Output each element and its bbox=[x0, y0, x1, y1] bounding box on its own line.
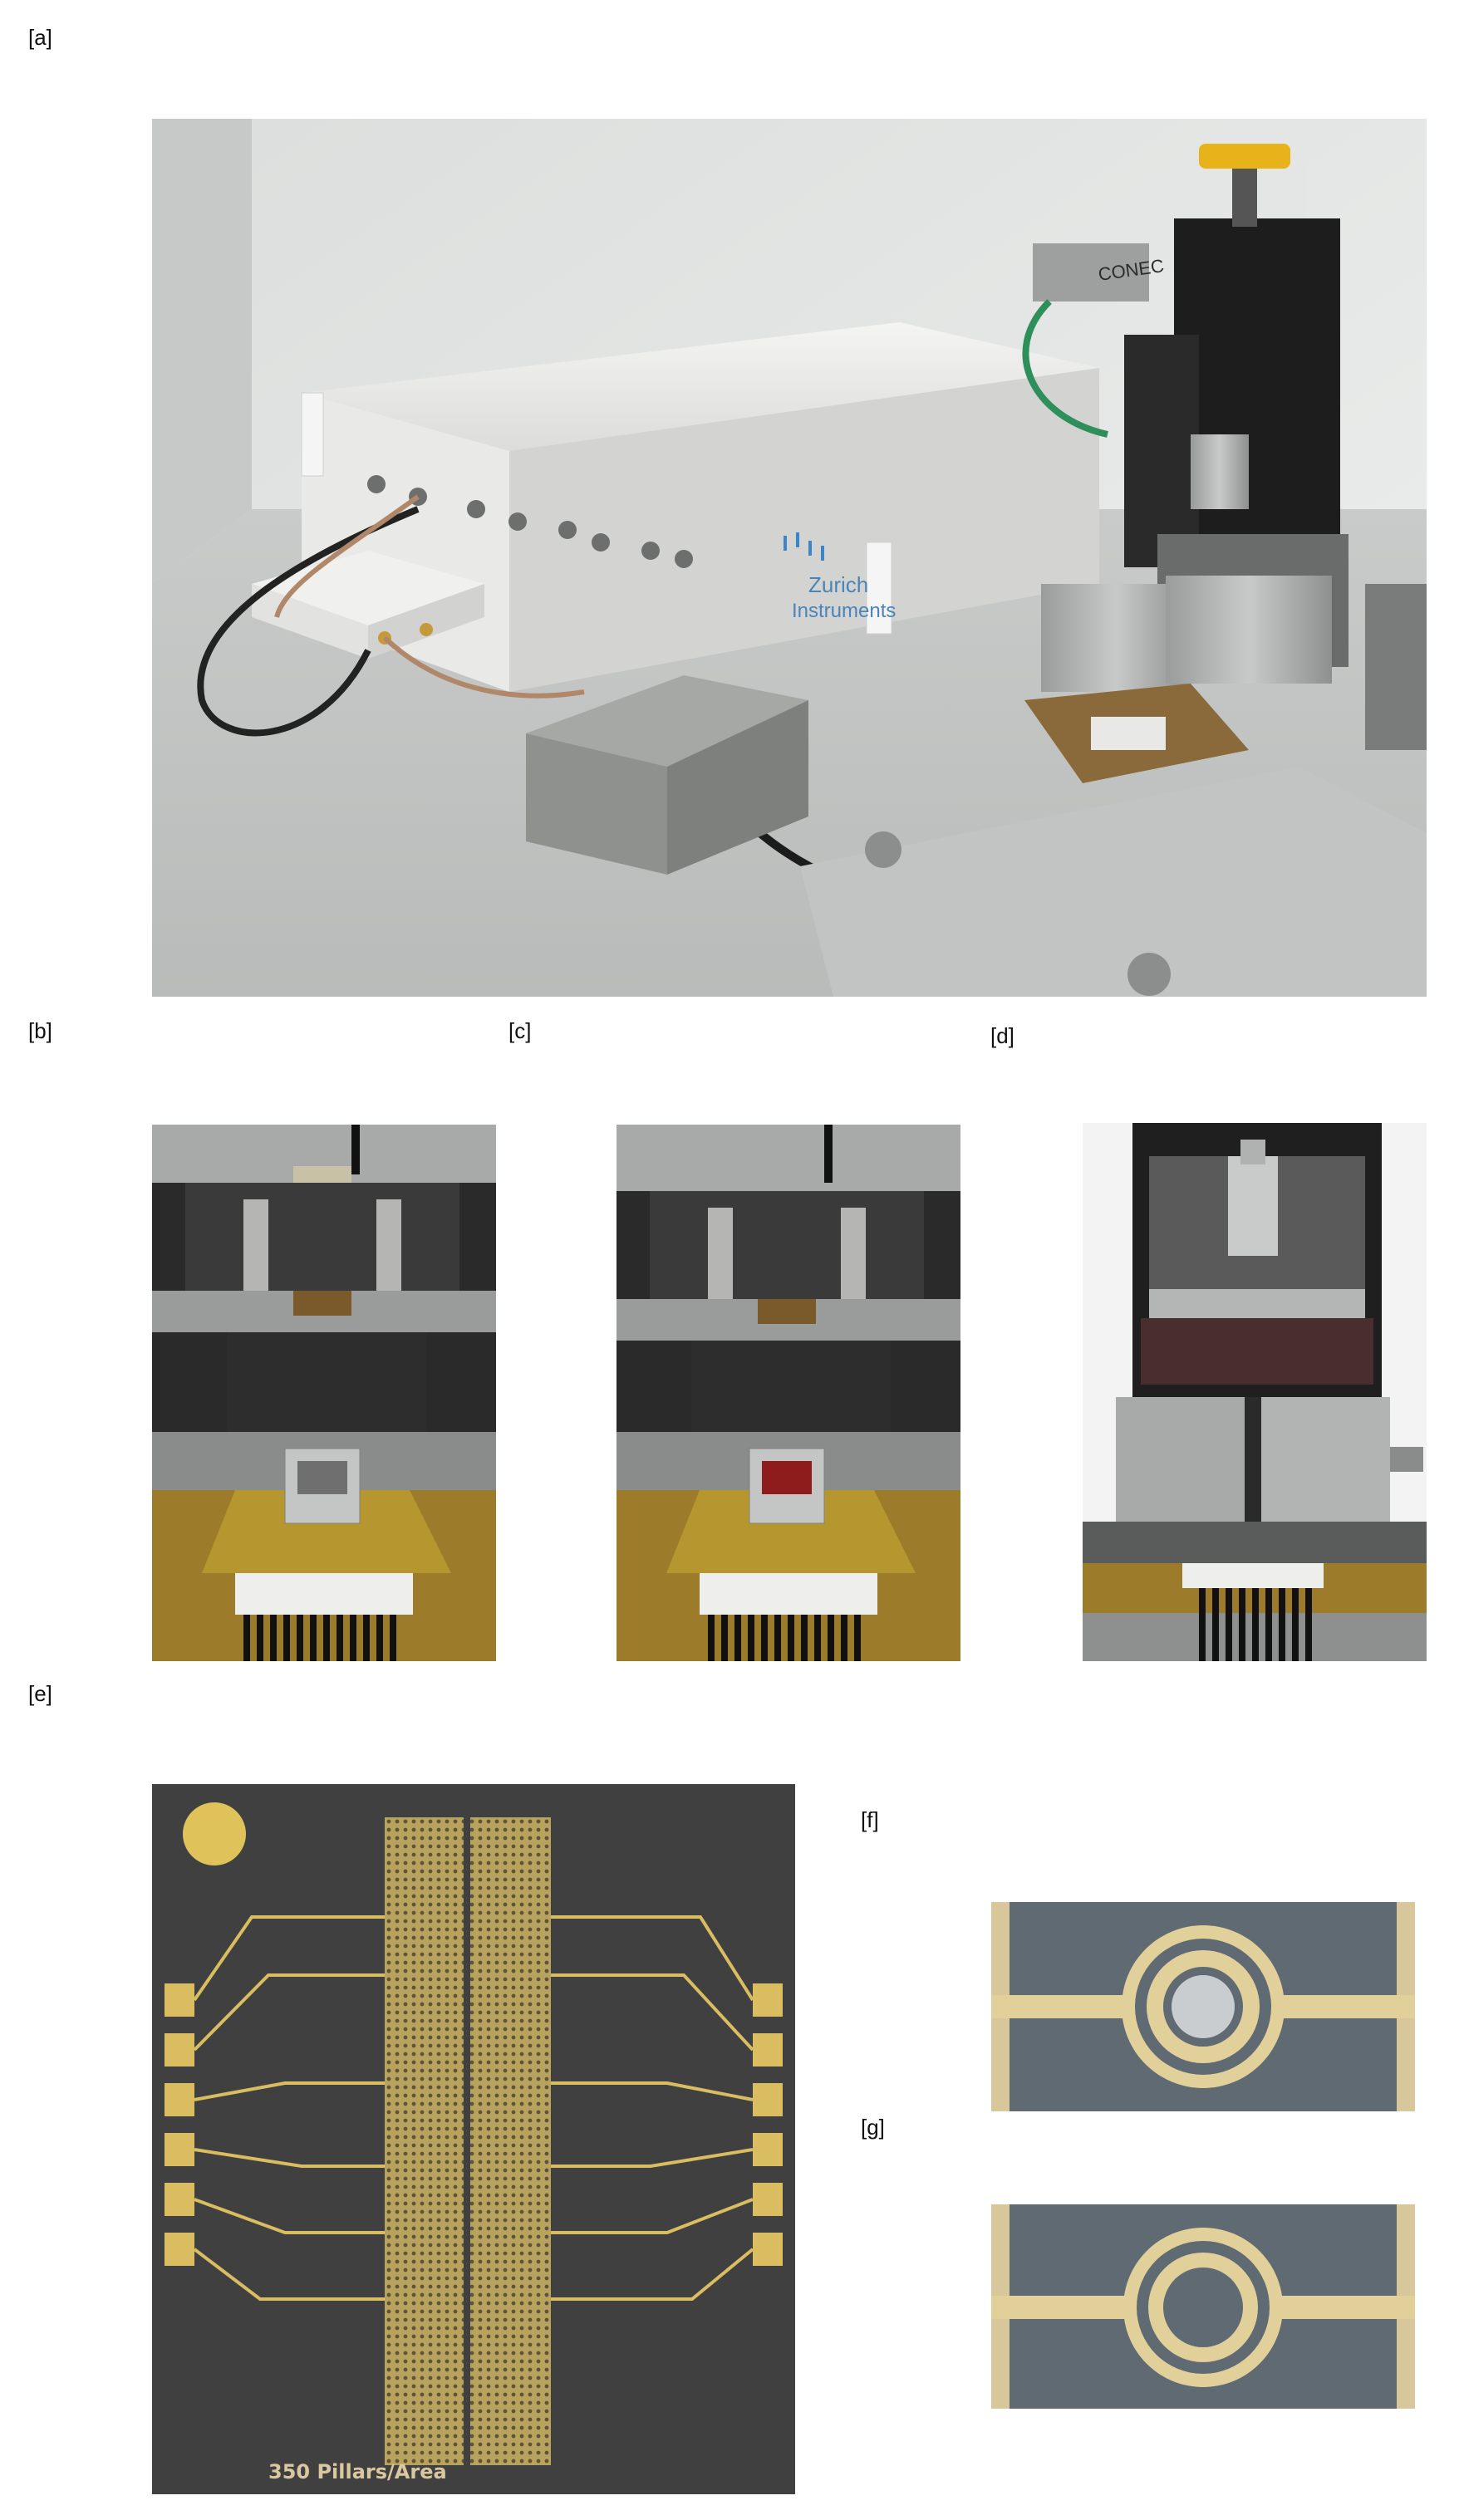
panel-label-e: [e] bbox=[28, 1681, 52, 1706]
device-brand-line1: Zurich bbox=[808, 572, 868, 597]
chip-caption: 350 Pillars/Area bbox=[268, 2460, 447, 2483]
panel-label-c: [c] bbox=[508, 1018, 532, 1043]
photo-a-measurement-setup: Zurich Instruments CONEC bbox=[152, 119, 1427, 997]
panel-label-a: [a] bbox=[28, 25, 52, 50]
photo-d-stage-top-view bbox=[1083, 1123, 1427, 1661]
photo-c-stage-with-sample bbox=[617, 1125, 960, 1661]
photo-g-ring-electrode-empty bbox=[991, 2204, 1415, 2409]
panel-label-d: [d] bbox=[990, 1023, 1014, 1048]
panel-label-f: [f] bbox=[861, 1807, 879, 1832]
photo-f-ring-electrode-with-pillar bbox=[991, 1902, 1415, 2111]
photo-b-stage-empty-sample bbox=[152, 1125, 496, 1661]
panel-label-g: [g] bbox=[861, 2115, 885, 2140]
panel-label-b: [b] bbox=[28, 1018, 52, 1043]
photo-e-electrode-chip: 350 Pillars/Area bbox=[152, 1784, 795, 2494]
device-brand-line2: Instruments bbox=[792, 600, 896, 622]
